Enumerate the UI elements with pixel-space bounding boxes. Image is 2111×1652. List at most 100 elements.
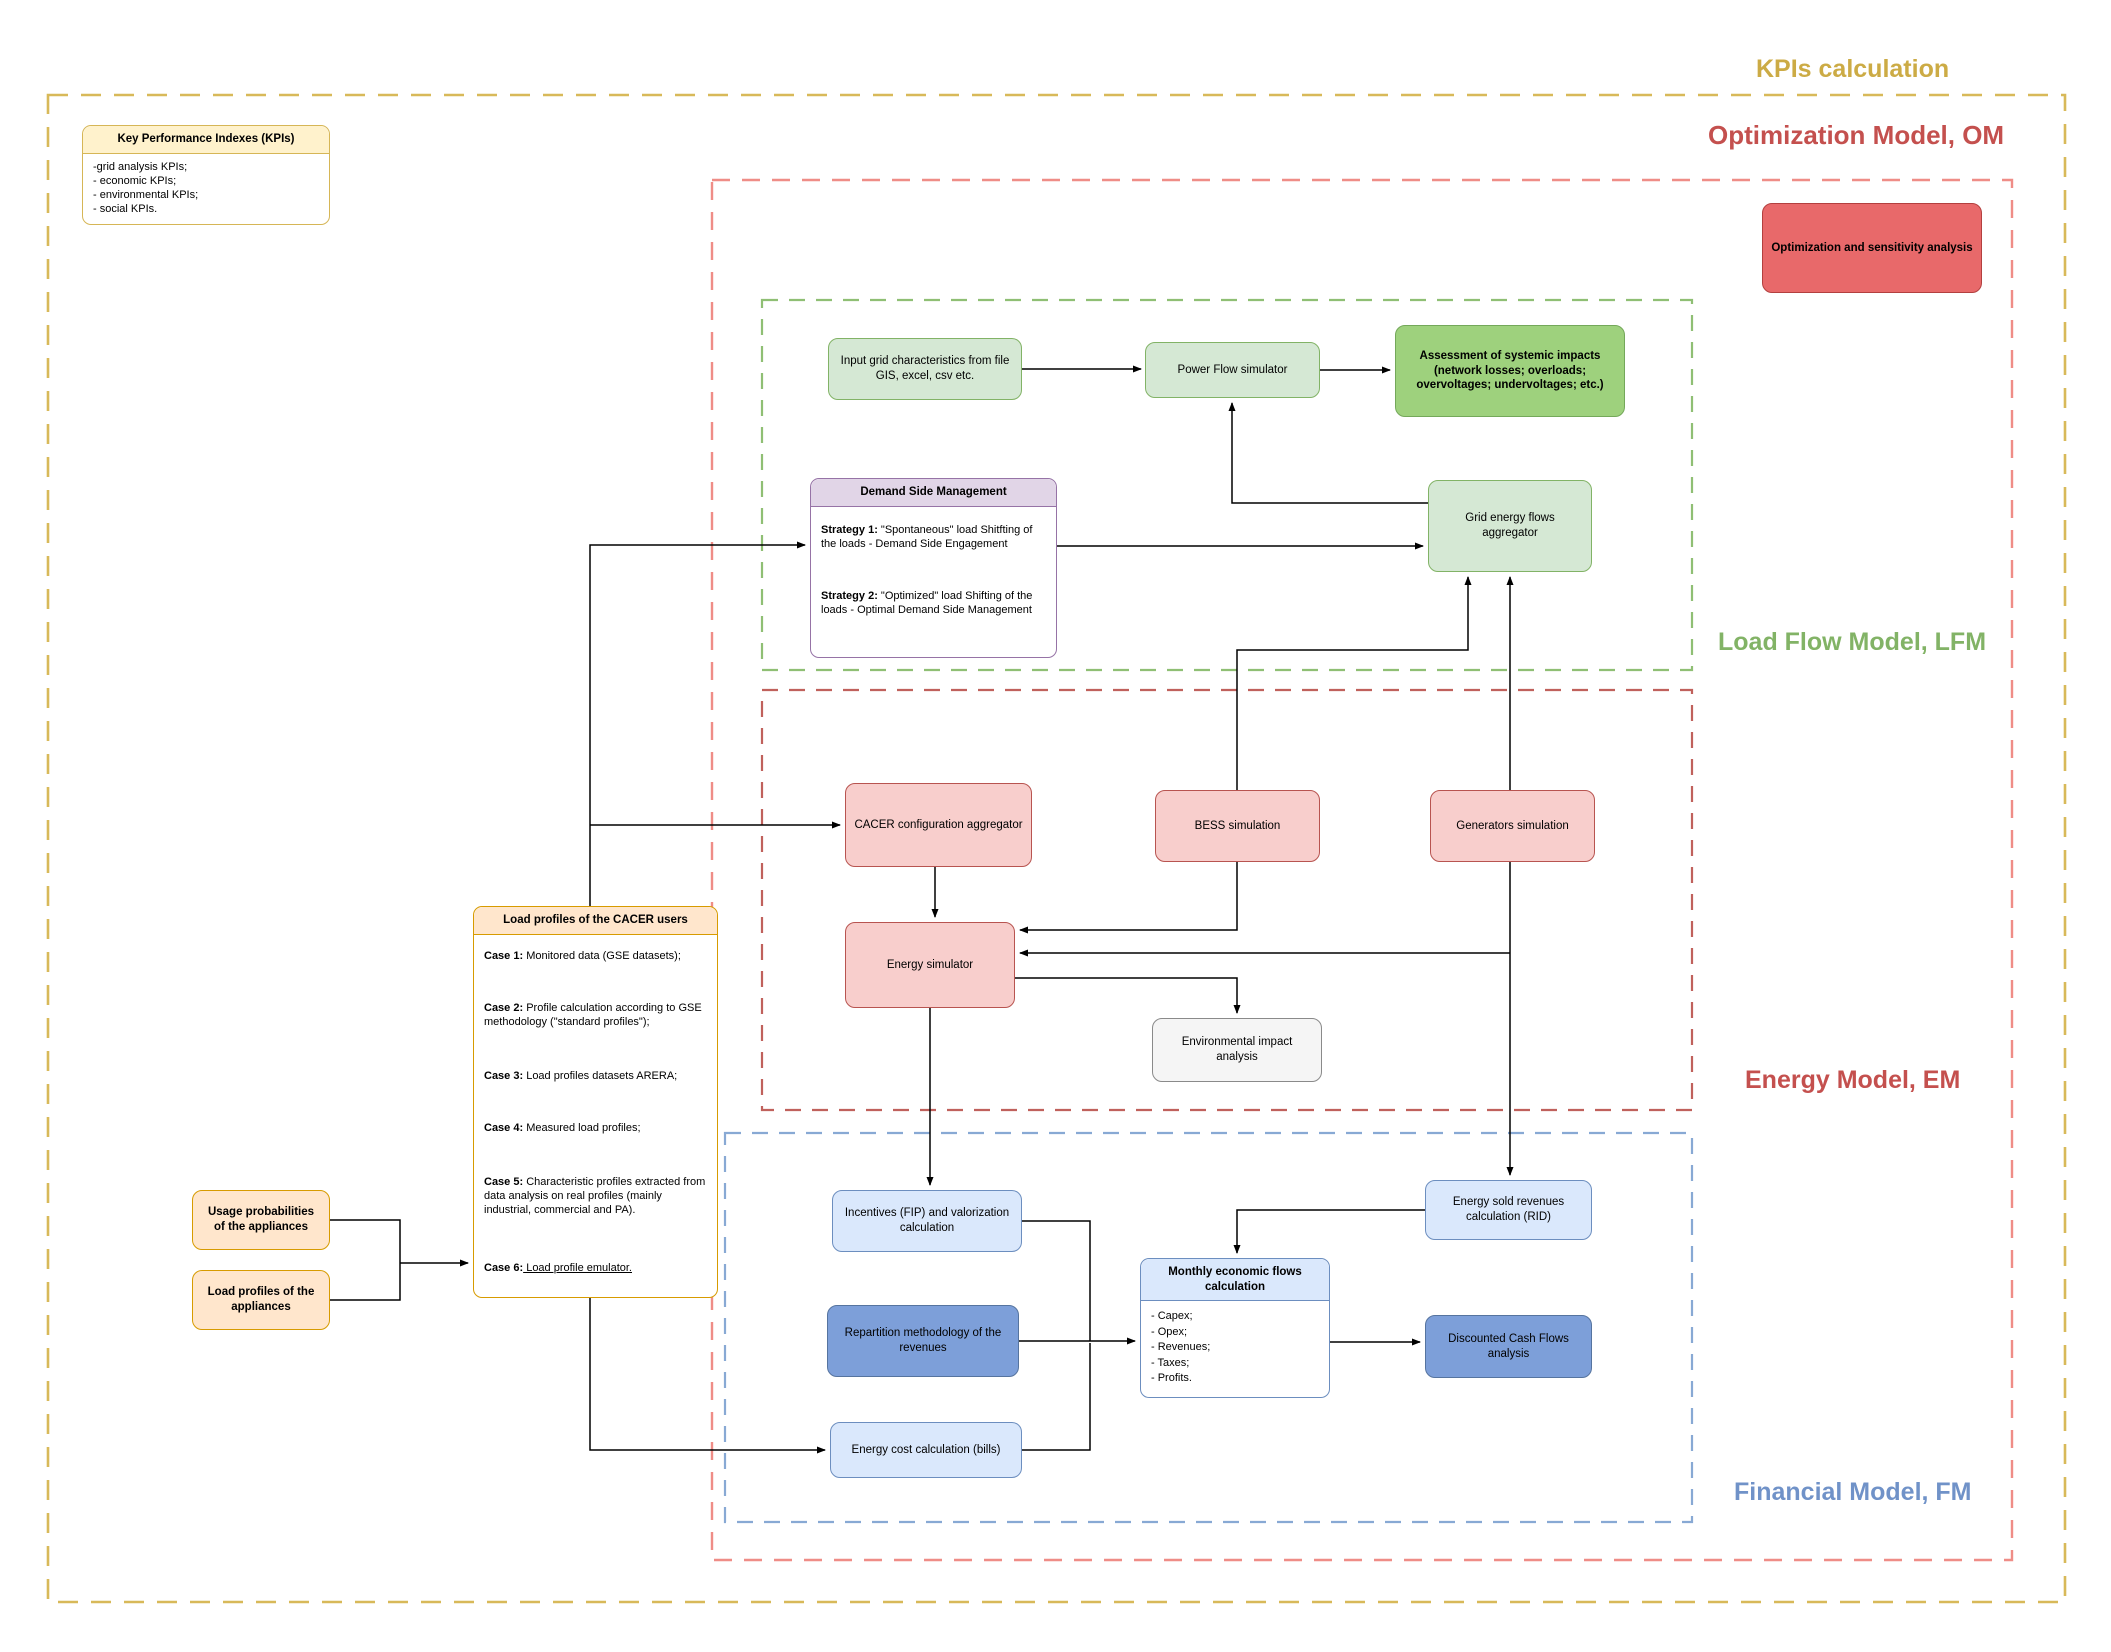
node-optimization-sensitivity: Optimization and sensitivity analysis bbox=[1762, 203, 1982, 293]
frame-load-flow-model bbox=[760, 298, 1694, 672]
node-grid-energy-flows-aggregator-label: Grid energy flows aggregator bbox=[1465, 512, 1555, 539]
monthly-item: - Profits. bbox=[1151, 1372, 1192, 1384]
node-generators-simulation-label: Generators simulation bbox=[1456, 819, 1569, 832]
kpi-panel-body: -grid analysis KPIs; - economic KPIs; - … bbox=[83, 154, 329, 222]
node-load-profiles-appliances: Load profiles of the appliances bbox=[192, 1270, 330, 1330]
node-optimization-sensitivity-label: Optimization and sensitivity analysis bbox=[1771, 241, 1973, 254]
node-incentives-valorization: Incentives (FIP) and valorization calcul… bbox=[832, 1190, 1022, 1252]
monthly-economic-flows-header: Monthly economic flows calculation bbox=[1141, 1259, 1329, 1302]
node-energy-simulator: Energy simulator bbox=[845, 922, 1015, 1008]
node-input-grid: Input grid characteristics from file GIS… bbox=[828, 338, 1022, 400]
monthly-economic-flows-body: - Capex; - Opex; - Revenues; - Taxes; - … bbox=[1141, 1301, 1329, 1394]
edge-bess-to-aggregator bbox=[1236, 576, 1472, 790]
dsm-strategy-1-text: "Spontaneous" load Shitfting of the load… bbox=[821, 523, 1033, 550]
kpi-item: - economic KPIs; bbox=[93, 174, 177, 187]
cacer-case-3-label: Case 3: bbox=[484, 1069, 524, 1082]
cacer-case-2: Case 2: Profile calculation according to… bbox=[484, 1001, 707, 1029]
cacer-profiles-header: Load profiles of the CACER users bbox=[474, 907, 717, 935]
edge-aggregator-to-powerflow bbox=[1228, 402, 1428, 504]
section-label-om: Optimization Model, OM bbox=[1708, 120, 2005, 150]
dsm-panel-header: Demand Side Management bbox=[811, 479, 1056, 507]
frame-energy-model bbox=[760, 688, 1694, 1112]
cacer-case-6-text: Load profile emulator. bbox=[523, 1262, 632, 1275]
node-assessment-systemic-impacts-label: Assessment of systemic impacts (network … bbox=[1416, 349, 1604, 392]
monthly-item: - Taxes; bbox=[1151, 1356, 1190, 1369]
dsm-panel: Demand Side Management Strategy 1: "Spon… bbox=[810, 478, 1057, 658]
edge-energysim-to-envimpact bbox=[1015, 977, 1241, 1014]
node-energy-cost-calculation: Energy cost calculation (bills) bbox=[830, 1422, 1022, 1478]
dsm-panel-body: Strategy 1: "Spontaneous" load Shitfting… bbox=[811, 507, 1056, 633]
node-energy-sold-revenues-rid: Energy sold revenues calculation (RID) bbox=[1425, 1180, 1592, 1240]
cacer-case-4: Case 4: Measured load profiles; bbox=[484, 1121, 707, 1135]
cacer-case-2-text: Profile calculation according to GSE met… bbox=[484, 1001, 702, 1028]
section-label-kpis: KPIs calculation bbox=[1756, 55, 1950, 83]
node-energy-cost-calculation-label: Energy cost calculation (bills) bbox=[851, 1443, 1001, 1456]
node-incentives-valorization-label: Incentives (FIP) and valorization calcul… bbox=[844, 1207, 1010, 1234]
dsm-strategy-1-label: Strategy 1: bbox=[821, 523, 878, 536]
node-discounted-cash-flows-label: Discounted Cash Flows analysis bbox=[1448, 1332, 1569, 1360]
edge-bess-to-energysim bbox=[1019, 862, 1238, 934]
cacer-case-5: Case 5: Characteristic profiles extracte… bbox=[484, 1175, 707, 1217]
kpi-panel-header: Key Performance Indexes (KPIs) bbox=[83, 126, 329, 154]
cacer-case-4-label: Case 4: bbox=[484, 1122, 524, 1135]
cacer-case-5-text: Characteristic profiles extracted from d… bbox=[484, 1176, 706, 1217]
cacer-profiles-body: Case 1: Monitored data (GSE datasets); C… bbox=[474, 935, 717, 1290]
node-power-flow-simulator-label: Power Flow simulator bbox=[1177, 363, 1288, 376]
cacer-case-4-text: Measured load profiles; bbox=[523, 1122, 641, 1135]
cacer-case-1-label: Case 1: bbox=[484, 949, 524, 962]
node-discounted-cash-flows: Discounted Cash Flows analysis bbox=[1425, 1315, 1592, 1378]
cacer-case-3: Case 3: Load profiles datasets ARERA; bbox=[484, 1069, 707, 1083]
edge-cacerprofiles-to-energycost bbox=[589, 1298, 826, 1454]
frame-financial-model bbox=[723, 1131, 1694, 1524]
node-grid-energy-flows-aggregator: Grid energy flows aggregator bbox=[1428, 480, 1592, 572]
node-environmental-impact-analysis: Environmental impact analysis bbox=[1152, 1018, 1322, 1082]
edge-cacerprofiles-to-dsm bbox=[589, 541, 806, 906]
monthly-item: - Revenues; bbox=[1151, 1341, 1211, 1354]
edge-rid-to-monthly bbox=[1233, 1209, 1425, 1254]
cacer-case-3-text: Load profiles datasets ARERA; bbox=[523, 1069, 678, 1082]
dsm-strategy-2-label: Strategy 2: bbox=[821, 589, 878, 602]
node-input-grid-label: Input grid characteristics from file GIS… bbox=[840, 355, 1010, 382]
cacer-case-1-text: Monitored data (GSE datasets); bbox=[523, 949, 681, 962]
cacer-case-5-label: Case 5: bbox=[484, 1176, 524, 1189]
edge-appliances-merge bbox=[330, 1219, 401, 1301]
monthly-item: - Opex; bbox=[1151, 1325, 1188, 1338]
section-label-fm: Financial Model, FM bbox=[1734, 1478, 1972, 1506]
node-usage-probabilities-label: Usage probabilities of the appliances bbox=[207, 1206, 315, 1233]
frame-kpis-calculation bbox=[46, 93, 2067, 1604]
section-label-em: Energy Model, EM bbox=[1745, 1066, 1961, 1094]
monthly-item: - Capex; bbox=[1151, 1310, 1193, 1323]
node-assessment-systemic-impacts: Assessment of systemic impacts (network … bbox=[1395, 325, 1625, 417]
node-cacer-configuration-aggregator: CACER configuration aggregator bbox=[845, 783, 1032, 867]
monthly-economic-flows-panel: Monthly economic flows calculation - Cap… bbox=[1140, 1258, 1330, 1398]
node-environmental-impact-analysis-label: Environmental impact analysis bbox=[1181, 1036, 1293, 1063]
kpi-item: - social KPIs. bbox=[93, 202, 158, 215]
cacer-case-1: Case 1: Monitored data (GSE datasets); bbox=[484, 949, 707, 963]
cacer-case-6: Case 6: Load profile emulator. bbox=[484, 1261, 707, 1275]
node-energy-sold-revenues-rid-label: Energy sold revenues calculation (RID) bbox=[1452, 1196, 1565, 1223]
dsm-strategy-1: Strategy 1: "Spontaneous" load Shitfting… bbox=[821, 523, 1046, 551]
node-bess-simulation: BESS simulation bbox=[1155, 790, 1320, 862]
cacer-case-2-label: Case 2: bbox=[484, 1001, 524, 1014]
dsm-strategy-2: Strategy 2: "Optimized" load Shifting of… bbox=[821, 589, 1046, 617]
cacer-profiles-panel: Load profiles of the CACER users Case 1:… bbox=[473, 906, 718, 1298]
node-usage-probabilities: Usage probabilities of the appliances bbox=[192, 1190, 330, 1250]
section-label-lfm: Load Flow Model, LFM bbox=[1718, 628, 1987, 656]
kpi-panel: Key Performance Indexes (KPIs) -grid ana… bbox=[82, 125, 330, 225]
edge-energycost-junction bbox=[1022, 1343, 1091, 1451]
frame-optimization-model bbox=[710, 178, 2014, 1562]
node-repartition-methodology-label: Repartition methodology of the revenues bbox=[844, 1327, 1002, 1354]
kpi-item: - environmental KPIs; bbox=[93, 188, 199, 201]
node-cacer-configuration-aggregator-label: CACER configuration aggregator bbox=[854, 818, 1023, 831]
node-energy-simulator-label: Energy simulator bbox=[886, 958, 974, 971]
node-power-flow-simulator: Power Flow simulator bbox=[1145, 342, 1320, 398]
node-load-profiles-appliances-label: Load profiles of the appliances bbox=[207, 1286, 315, 1313]
edge-incentives-junction bbox=[1022, 1220, 1091, 1341]
node-generators-simulation: Generators simulation bbox=[1430, 790, 1595, 862]
dsm-strategy-2-text: "Optimized" load Shifting of the loads -… bbox=[821, 589, 1033, 616]
node-repartition-methodology: Repartition methodology of the revenues bbox=[827, 1305, 1019, 1377]
kpi-item: -grid analysis KPIs; bbox=[93, 160, 188, 173]
node-bess-simulation-label: BESS simulation bbox=[1194, 819, 1281, 832]
